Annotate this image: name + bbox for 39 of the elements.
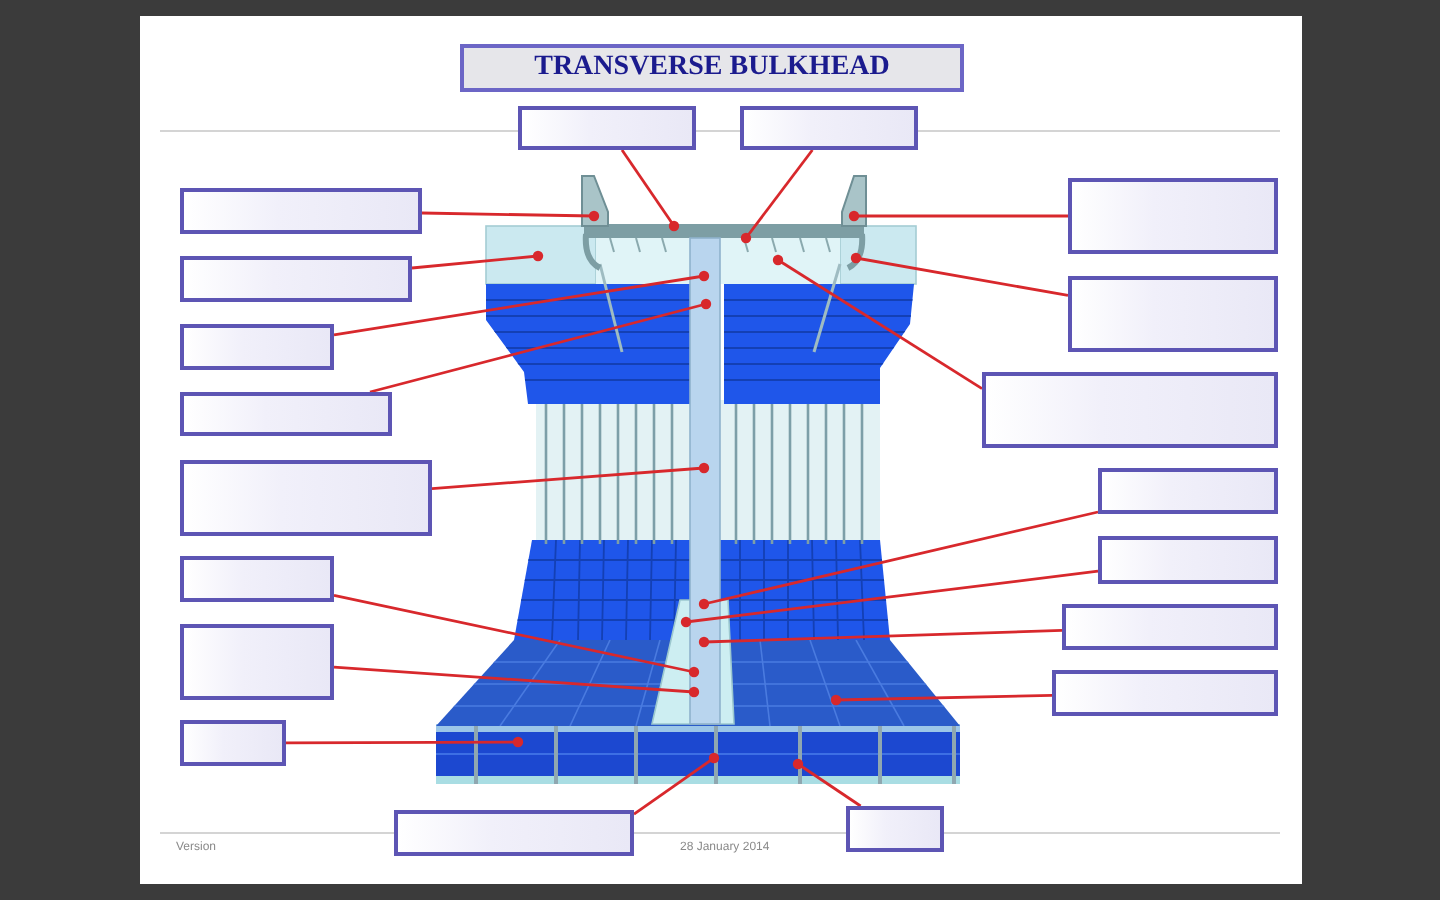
leader-line [620, 149, 680, 232]
callout-box [982, 372, 1278, 448]
leader-line [421, 210, 600, 222]
callout-box [1068, 178, 1278, 254]
leader-line [286, 736, 524, 748]
callout-box [180, 256, 412, 302]
leader-line [411, 250, 544, 270]
title: TRANSVERSE BULKHEAD [460, 44, 964, 92]
callout-box [180, 720, 286, 766]
leader-line [680, 569, 1099, 628]
leader-line [848, 210, 1068, 222]
leader-line [740, 149, 814, 244]
callout-box [180, 188, 422, 234]
leader-line [333, 665, 700, 698]
callout-box [1052, 670, 1278, 716]
callout-box [846, 806, 944, 852]
leader-line [333, 270, 710, 337]
callout-box [1098, 468, 1278, 514]
callout-box [180, 624, 334, 700]
callout-box [180, 556, 334, 602]
callout-box [394, 810, 634, 856]
callout-box [740, 106, 918, 150]
leader-line [792, 758, 862, 808]
callout-box [180, 460, 432, 536]
leader-line [772, 254, 983, 390]
leader-line [830, 694, 1053, 706]
leader-line [698, 510, 1099, 610]
callout-box [180, 324, 334, 370]
leader-line [850, 252, 1069, 297]
leader-line [698, 629, 1063, 648]
leader-line [633, 752, 720, 816]
callout-box [518, 106, 696, 150]
leader-line [333, 594, 700, 678]
callout-box [1062, 604, 1278, 650]
leader-line [431, 462, 710, 490]
callout-box [1068, 276, 1278, 352]
callout-box [180, 392, 392, 436]
callout-box [1098, 536, 1278, 584]
leader-line [369, 298, 712, 394]
